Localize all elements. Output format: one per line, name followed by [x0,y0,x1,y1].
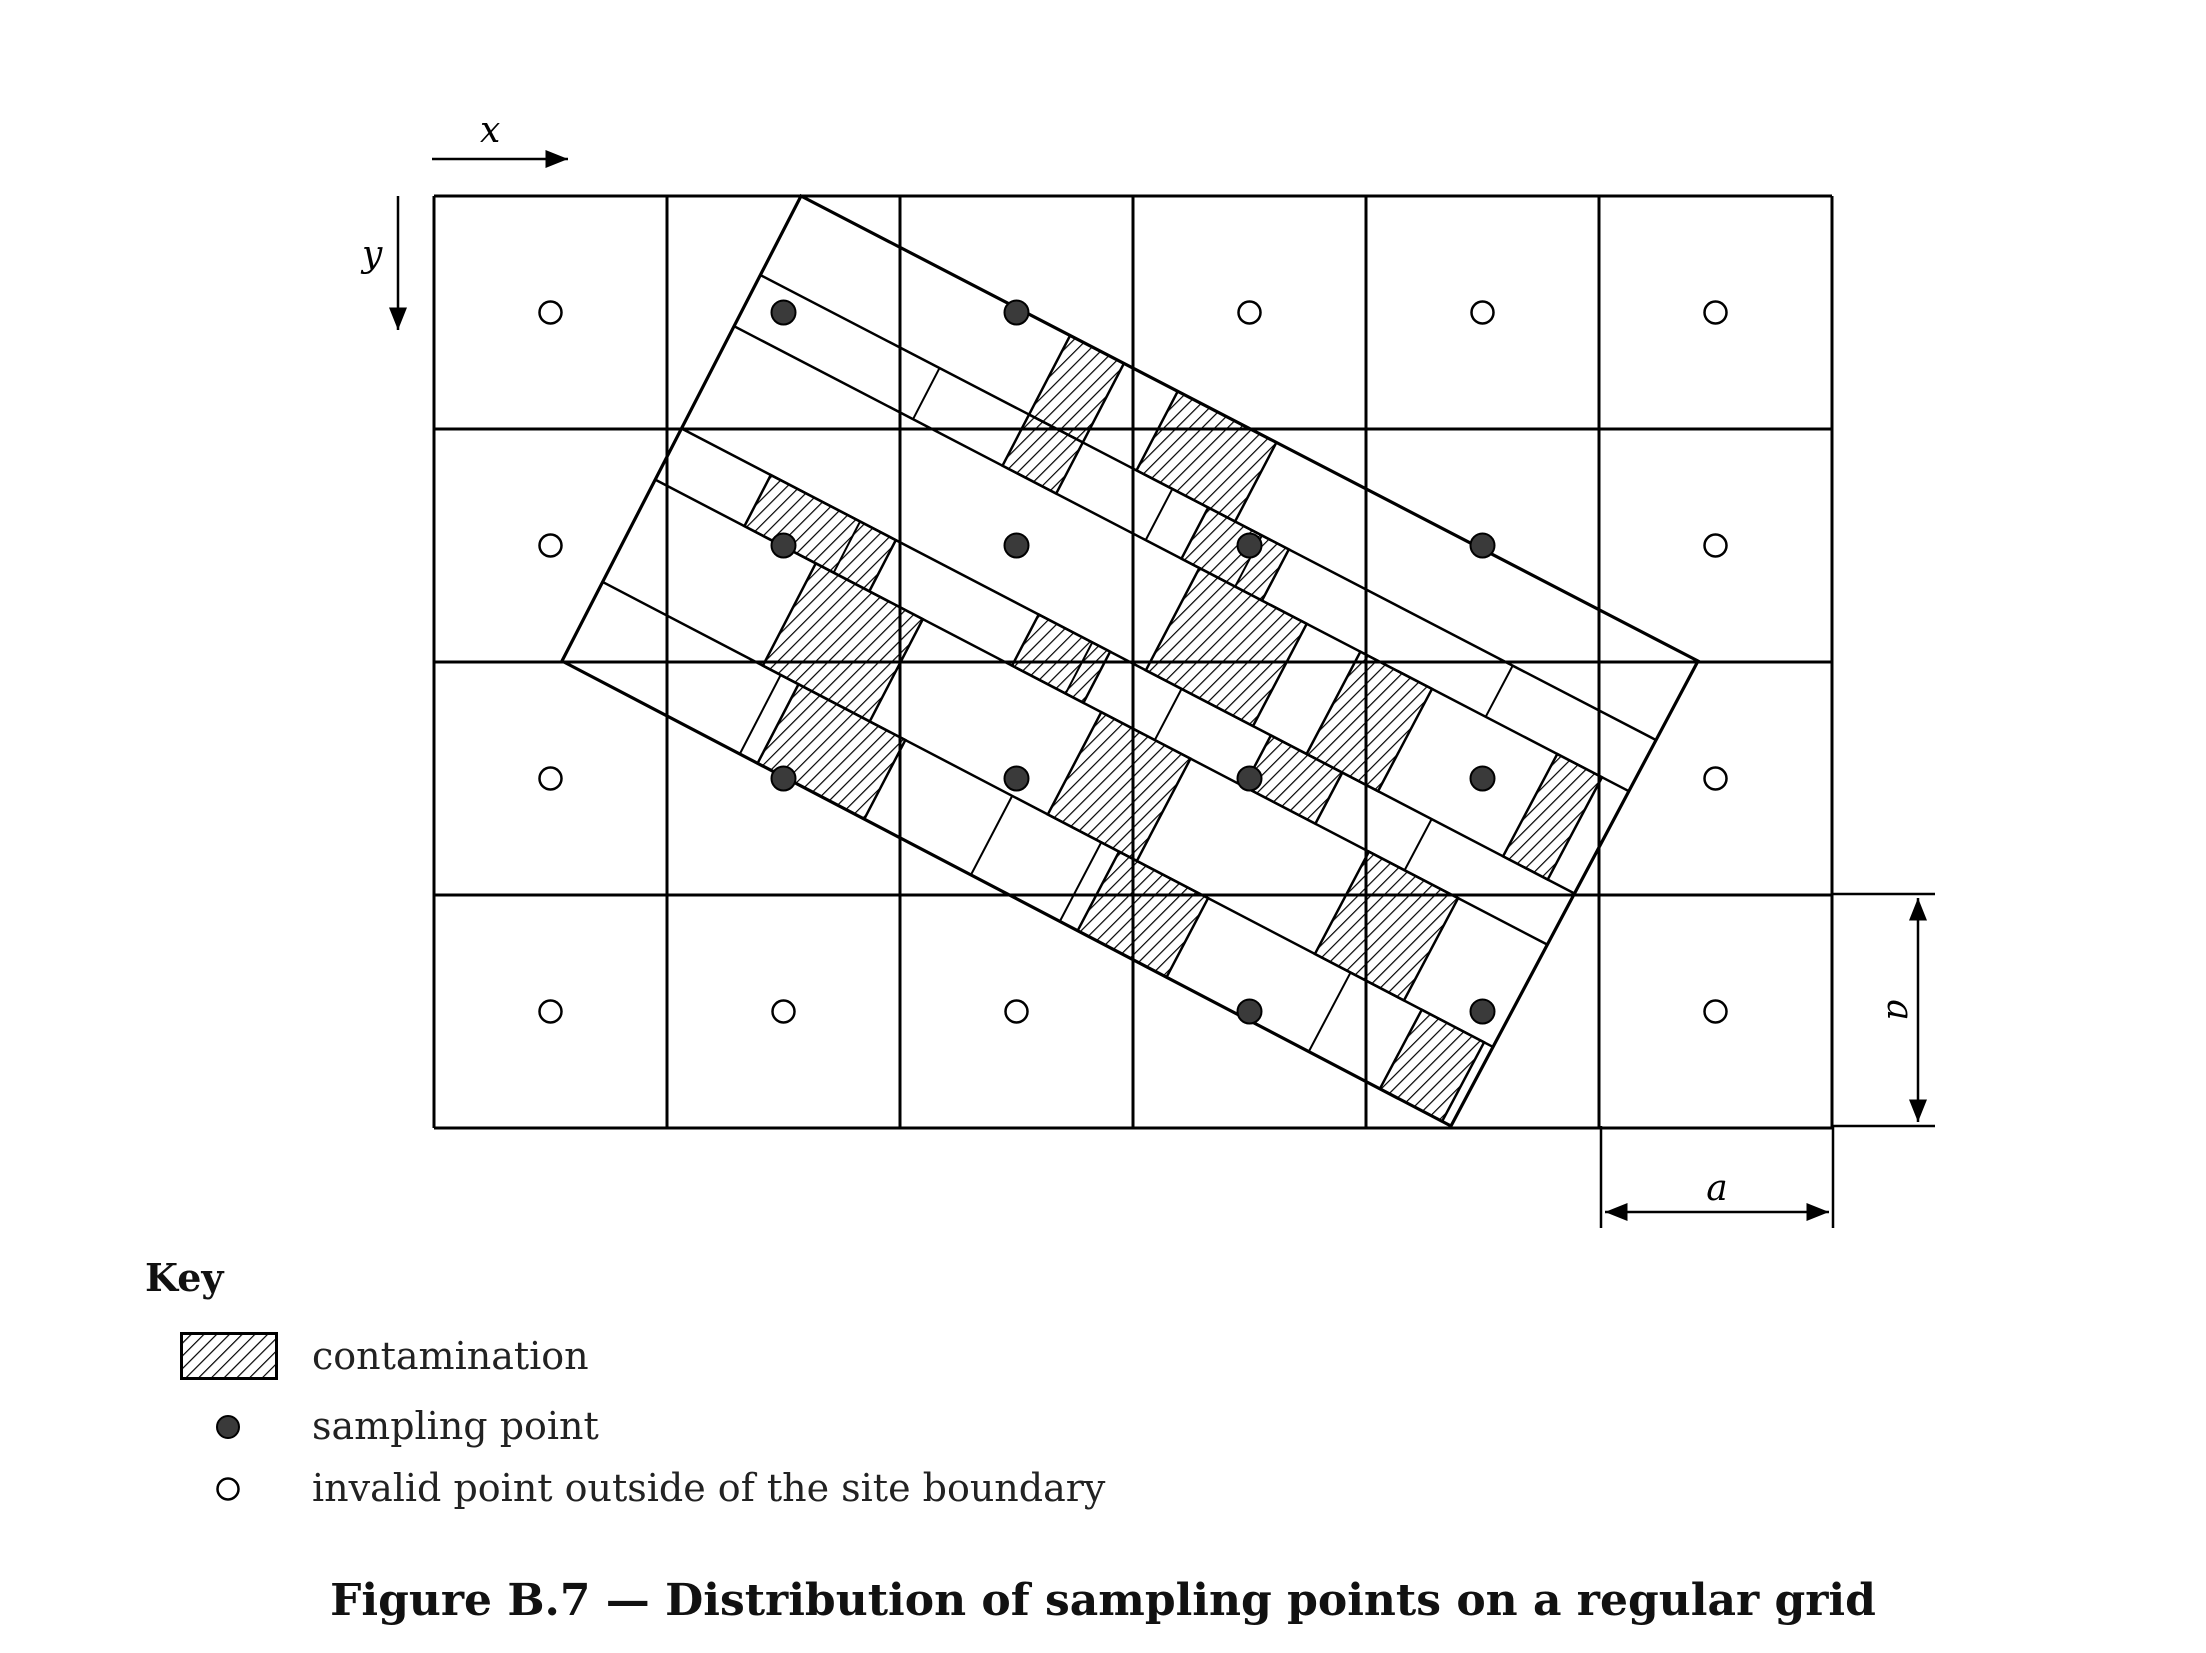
contamination-area [755,682,908,821]
site-boundary [559,193,1701,1129]
sampling-point [1003,765,1030,792]
strip-divider [654,478,1548,946]
sampling-point [770,299,797,326]
contamination-area [1501,752,1604,882]
key-label-sampling-point: sampling point [312,1404,599,1448]
partition-line [1064,641,1094,695]
key-item-invalid-point: invalid point outside of the site bounda… [0,1460,1200,1516]
partition-line [1307,972,1352,1053]
partition-line [1153,688,1183,741]
partition-line [1403,818,1433,871]
strip-divider [733,325,1630,793]
partition-line [1058,841,1103,922]
partition-line [912,367,941,420]
invalid-point [771,999,796,1024]
invalid-point [1703,533,1728,558]
sampling-point [1469,532,1496,559]
partition-line [832,521,861,574]
key-label-contamination: contamination [312,1334,589,1378]
invalid-point [1470,300,1495,325]
sampling-point [1236,765,1263,792]
dimension-horizontal-label: a [1706,1168,1727,1209]
key-item-contamination: contamination [0,1328,1200,1384]
x-axis-label: x [480,110,500,151]
sampling-point-icon [216,1415,240,1439]
sampling-point [770,532,797,559]
sampling-point [770,765,797,792]
y-axis-indicator: y [360,196,407,330]
sampling-point [1236,532,1263,559]
contamination-area [1075,849,1210,979]
dimension-vertical-label: a [1879,999,1920,1020]
key-label-invalid-point: invalid point outside of the site bounda… [312,1466,1106,1510]
key-item-sampling-point: sampling point [0,1398,1200,1454]
sampling-point [1469,998,1496,1025]
invalid-point-icon [216,1477,240,1501]
contamination-swatch-icon [180,1332,278,1380]
strip-divider [602,580,1494,1049]
partition-line [1484,665,1514,718]
contamination-area [1046,710,1193,863]
invalid-point [538,300,563,325]
contamination-area [1313,849,1460,1003]
sampling-point [1469,765,1496,792]
contamination-area [1144,566,1309,728]
grid-points [538,299,1728,1025]
partition-line [738,674,782,755]
regular-grid [432,194,1834,1130]
invalid-point [538,766,563,791]
invalid-point [1703,766,1728,791]
sampling-point [1003,299,1030,326]
invalid-point [1703,999,1728,1024]
contamination-area [1378,1008,1486,1124]
partition-line [1144,488,1174,541]
sampling-point [1003,532,1030,559]
y-axis-label: y [360,234,383,275]
contamination-area [1134,389,1279,524]
x-axis-indicator: x [432,110,568,168]
dimension-horizontal [1599,1126,1835,1228]
key-title: Key [145,1255,224,1300]
partition-line [970,795,1014,876]
invalid-point [1237,300,1262,325]
contamination-area [1010,612,1112,705]
invalid-point [1004,999,1029,1024]
figure-caption: Figure B.7 — Distribution of sampling po… [330,1575,1876,1626]
invalid-point [538,999,563,1024]
site-outline [559,193,1701,1129]
sampling-point [1236,998,1263,1025]
dimension-vertical [1833,892,1935,1128]
invalid-point [1703,300,1728,325]
invalid-point [538,533,563,558]
